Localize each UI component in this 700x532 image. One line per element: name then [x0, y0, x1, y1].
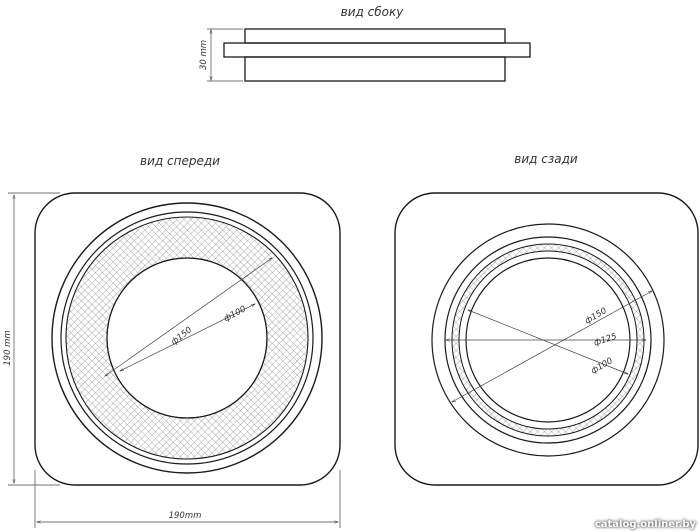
back-dia-line-100 — [468, 310, 628, 374]
back-dia-100-label: ф100 — [589, 356, 614, 376]
side-view-bottom-plate — [244, 56, 506, 82]
front-view: вид спереди ф150 ф100 190 mm 190mm — [3, 154, 341, 528]
front-height-label: 190 mm — [3, 330, 13, 366]
back-dia-line-150 — [452, 291, 652, 402]
back-view-title: вид сзади — [514, 152, 578, 166]
side-view-top-plate — [244, 28, 506, 44]
front-view-title: вид спереди — [140, 154, 220, 168]
front-ring-outer — [51, 202, 323, 474]
side-view-mid-plate — [223, 42, 531, 58]
back-outer-frame — [394, 192, 699, 486]
watermark: catalog.onliner.by — [594, 519, 696, 530]
front-dia-100-label: ф100 — [222, 304, 247, 324]
back-ring-outer — [431, 223, 665, 457]
front-dia-line-100 — [120, 304, 255, 371]
side-height-label: 30 mm — [199, 40, 209, 70]
back-dia-150-label: ф150 — [583, 306, 608, 326]
front-outer-frame — [34, 192, 341, 486]
front-width-label: 190mm — [169, 511, 202, 521]
back-dia-125-label: ф125 — [593, 332, 618, 349]
front-ring-second — [60, 211, 314, 465]
back-view: вид сзади ф150 ф125 ф100 — [394, 152, 699, 486]
side-view: вид сбоку 30 mm — [199, 5, 531, 82]
side-view-title: вид сбоку — [341, 5, 405, 19]
